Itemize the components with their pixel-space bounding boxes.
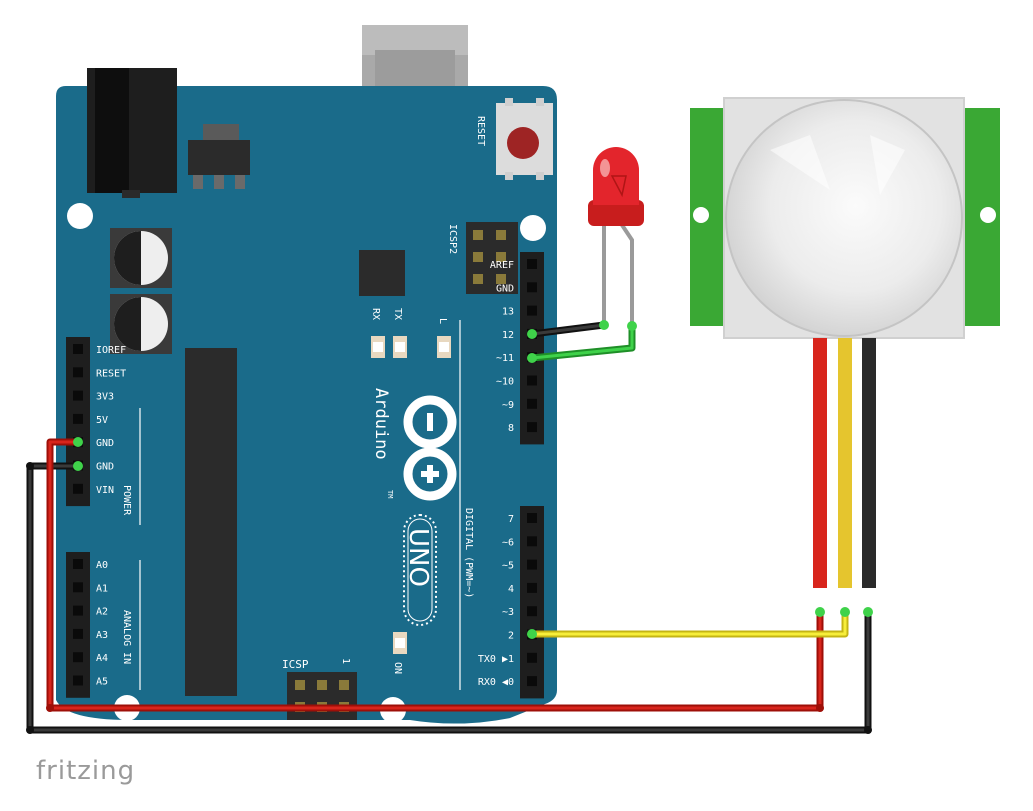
- reset-label: RESET: [475, 116, 486, 146]
- header-pin: [73, 652, 83, 663]
- pin-label: ~3: [502, 607, 514, 618]
- header-pin: [527, 676, 537, 687]
- header-pin: [527, 582, 537, 593]
- on-label: ON: [392, 662, 403, 674]
- pin-label: A0: [96, 560, 108, 571]
- header-pin: [73, 675, 83, 686]
- header-pin: [73, 344, 83, 354]
- pin-label: A1: [96, 583, 108, 594]
- power-jack: [87, 68, 177, 198]
- header-pin: [73, 559, 83, 569]
- pin-label: ~10: [496, 377, 514, 388]
- icsp-label: ICSP: [282, 658, 309, 671]
- pin-label: 12: [502, 330, 514, 341]
- microcontroller: [185, 348, 237, 696]
- pin-label: ~11: [496, 353, 514, 364]
- mount-hole: [67, 203, 93, 229]
- icsp-pin1-label: 1: [340, 658, 351, 664]
- capacitor: [110, 294, 172, 354]
- header-pin: [527, 282, 537, 293]
- digital-label: DIGITAL (PWM=~): [463, 508, 474, 598]
- pin-label: 8: [508, 423, 514, 434]
- header-pin: [73, 605, 83, 616]
- pin-label: RX0 ◀0: [478, 677, 514, 688]
- header-pin: [73, 413, 83, 424]
- reset-button: [496, 98, 553, 180]
- header-pin: [73, 483, 83, 494]
- header-pin: [527, 513, 537, 523]
- header-pin: [527, 398, 537, 409]
- header-pin: [527, 259, 537, 269]
- pin-label: A3: [96, 630, 108, 641]
- icsp2-label: ICSP2: [447, 224, 458, 254]
- header-pin: [527, 422, 537, 433]
- trademark-label: TM: [386, 490, 394, 498]
- arduino-logo: [403, 395, 457, 501]
- pin-label: 3V3: [96, 392, 114, 403]
- rx-label: RX: [370, 308, 381, 320]
- mount-hole: [520, 215, 546, 241]
- header-pin: [527, 305, 537, 316]
- power-label: POWER: [121, 485, 132, 516]
- header-pin: [527, 606, 537, 617]
- pin-label: 7: [508, 514, 514, 525]
- l-label: L: [437, 318, 448, 324]
- digital-header-top: AREF GND 13 12 ~11 ~10 ~9 8: [490, 252, 544, 445]
- pin-label: 2: [508, 631, 514, 642]
- pin-label: GND: [96, 438, 114, 449]
- pin-label: 5V: [96, 415, 108, 426]
- uno-label: UNO: [403, 528, 433, 587]
- header-pin: [527, 652, 537, 663]
- pin-label: A5: [96, 677, 108, 688]
- header-pin: [527, 536, 537, 547]
- pin-label: A4: [96, 653, 108, 664]
- pin-label: GND: [96, 462, 114, 473]
- icsp2-header: [466, 222, 518, 294]
- arduino-brand-label: Arduino: [371, 388, 391, 460]
- header-pin: [527, 559, 537, 570]
- pin-label: 4: [508, 584, 514, 595]
- fritzing-brand: fritzing: [36, 756, 136, 786]
- pin-label: TX0 ▶1: [478, 654, 514, 665]
- wire-signal-yellow: [532, 612, 849, 638]
- voltage-regulator: [188, 124, 250, 189]
- power-header: IOREF RESET 3V3 5V GND GND VIN: [66, 337, 126, 507]
- tx-label: TX: [392, 308, 403, 320]
- red-led: [588, 147, 644, 326]
- pin-label: IOREF: [96, 345, 126, 356]
- header-pin: [73, 367, 83, 378]
- header-pin: [527, 375, 537, 386]
- pin-label: ~9: [502, 400, 514, 411]
- pin-label: A2: [96, 607, 108, 618]
- pin-label: GND: [496, 283, 514, 294]
- header-pin: [73, 390, 83, 401]
- capacitor: [110, 228, 172, 288]
- pin-label: 13: [502, 307, 514, 318]
- header-pin: [73, 582, 83, 593]
- wires: [26, 320, 873, 734]
- uno-badge: [403, 514, 437, 626]
- pin-label: VIN: [96, 485, 114, 496]
- pin-label: RESET: [96, 368, 126, 379]
- pin-label: AREF: [490, 260, 514, 271]
- pin-label: ~5: [502, 561, 514, 572]
- pin-label: ~6: [502, 537, 514, 548]
- status-leds: [371, 336, 451, 654]
- icsp-header: [287, 672, 357, 720]
- usb-chip: [359, 250, 405, 296]
- header-pin: [73, 628, 83, 639]
- analog-label: ANALOG IN: [121, 610, 132, 664]
- pir-sensor: [690, 97, 1000, 588]
